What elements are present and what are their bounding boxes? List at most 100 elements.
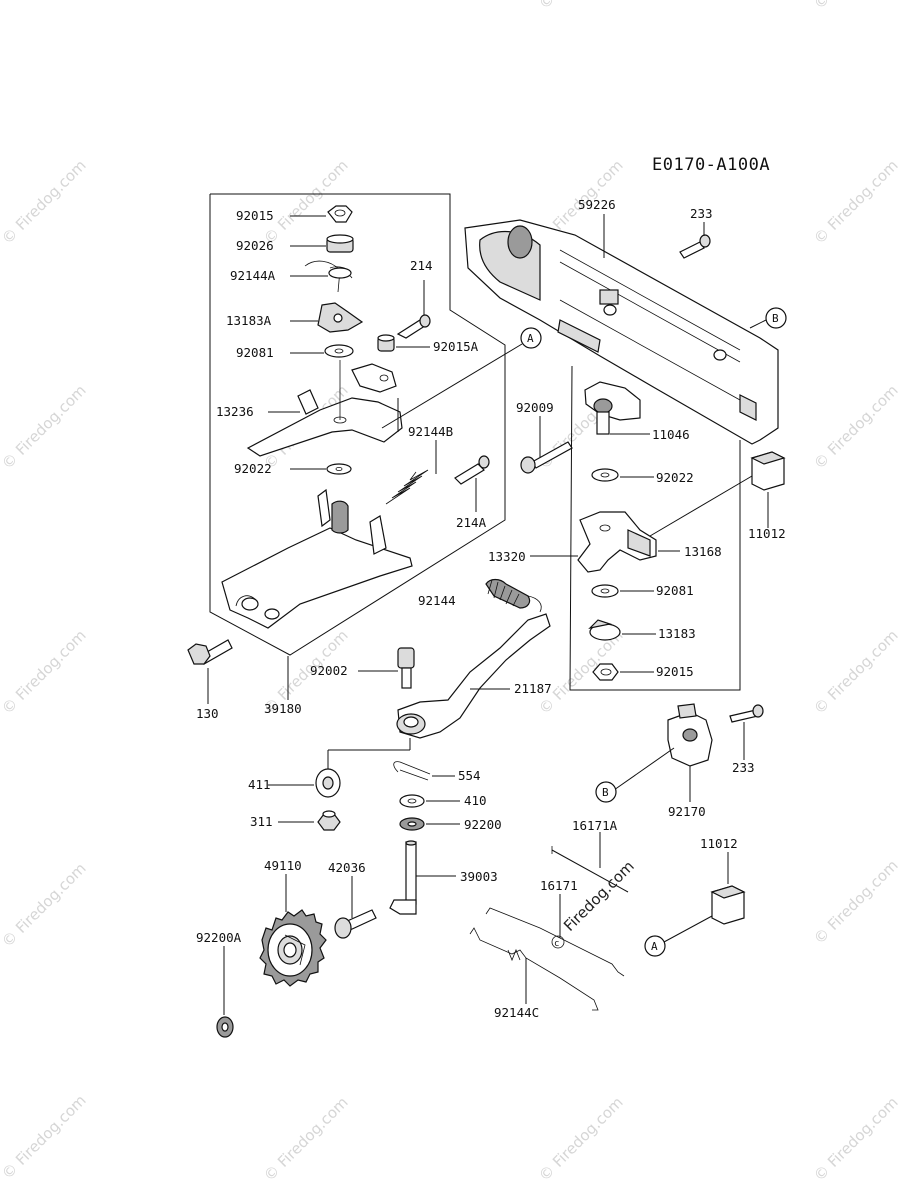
washer-92022-right [591,468,619,482]
rod-16171 [485,894,625,977]
part-label-59226: 59226 [578,197,616,212]
part-label-130: 130 [196,706,219,721]
link-16171A [551,846,629,893]
part-label-11012: 11012 [748,526,786,541]
sleeve-11012-bottom [710,885,746,925]
part-label-92144B: 92144B [408,424,453,439]
part-label-39003: 39003 [460,869,498,884]
left-group-outline [209,193,506,656]
part-label-21187: 21187 [514,681,552,696]
part-label-92015: 92015 [236,208,274,223]
part-label-554: 554 [458,768,481,783]
watermark: © Firedog.com [535,1093,627,1185]
part-label-92170: 92170 [668,804,706,819]
bolt-214A [454,455,490,512]
part-label-233: 233 [732,760,755,775]
sleeve-11012-top [750,451,786,491]
watermark: © Firedog.com [260,1093,352,1185]
callout-circle-b2 [595,781,617,803]
diagram-reference-code: E0170-A100A [652,155,770,175]
nut-311 [317,810,341,831]
nut-92015-right [592,663,619,681]
spring-92144A [304,260,353,293]
part-label-214: 214 [410,258,433,273]
center-watermark-text: Firedog.com [560,857,638,935]
collar-92026 [326,234,354,253]
callout-circle-b [765,307,787,329]
nut-92015-top [327,205,353,223]
bolt-214 [396,280,431,339]
governor-arm-13236 [246,360,403,457]
callout-circle-a2 [644,935,666,957]
watermark: © Firedog.com [810,626,902,718]
part-label-16171A: 16171A [572,818,618,833]
watermark: © Firedog.com [535,0,627,13]
part-label-233: 233 [690,206,713,221]
part-label-92200A: 92200A [196,930,242,945]
part-label-92009: 92009 [516,400,554,415]
bolt-92009 [520,416,573,474]
governor-bracket-39180 [221,488,413,629]
callout-b-label: B [772,312,779,325]
bracket-59226 [464,219,779,445]
washer-411 [315,768,341,798]
bolt-233-top [679,222,711,259]
watermark: © Firedog.com [810,856,902,948]
part-label-11012: 11012 [700,836,738,851]
part-label-13183: 13183 [658,626,696,641]
watermark: © Firedog.com [0,381,90,473]
part-label-92022: 92022 [656,470,694,485]
watermark: © Firedog.com [0,1091,90,1183]
spring-92144 [485,578,542,613]
callout-b2-label: B [602,786,609,799]
washer-92022-left [326,463,352,475]
watermark: © Firedog.com [810,156,902,248]
bolt-130 [187,639,233,704]
spring-92144B [385,440,437,505]
watermark: © Firedog.com [0,156,90,248]
part-label-92002: 92002 [310,663,348,678]
watermark: © Firedog.com [260,156,352,248]
part-label-92081: 92081 [656,583,694,598]
bushing-92015A [377,334,395,352]
shaft-39003 [389,840,417,915]
lever-arm-21187 [396,613,551,739]
bolt-92002 [397,647,415,689]
gear-49110 [259,909,327,987]
lever-13168 [577,511,657,573]
callout-circle-a [520,327,542,349]
watermark: © Firedog.com [0,626,90,718]
part-label-11046: 11046 [652,427,690,442]
part-label-92081: 92081 [236,345,274,360]
watermark: © Firedog.com [810,381,902,473]
lever-11046 [584,381,641,435]
washer-92200 [399,817,425,831]
callout-a2-label: A [651,940,658,953]
right-group-outline [569,365,741,691]
part-label-92026: 92026 [236,238,274,253]
pin-554 [393,761,431,781]
part-label-92022: 92022 [234,461,272,476]
spring-rod-92144C [469,927,599,1011]
washer-92081-left [324,344,354,358]
plate-13183A [317,302,364,333]
watermark: © Firedog.com [810,0,902,13]
part-label-49110: 49110 [264,858,302,873]
part-label-16171: 16171 [540,878,578,893]
svg-text:c: c [554,939,559,949]
part-label-92015A: 92015A [433,339,479,354]
part-label-92144A: 92144A [230,268,276,283]
pin-42036 [334,909,377,939]
part-label-214A: 214A [456,515,487,530]
part-label-13320: 13320 [488,549,526,564]
part-label-411: 411 [248,777,271,792]
bracket-92170 [667,703,713,767]
watermark: © Firedog.com [0,859,90,951]
plate-13183 [588,619,621,641]
washer-92200A [216,1016,234,1038]
part-label-13236: 13236 [216,404,254,419]
watermark: © Firedog.com [810,1093,902,1185]
part-label-92144C: 92144C [494,1005,539,1020]
part-label-13168: 13168 [684,544,722,559]
